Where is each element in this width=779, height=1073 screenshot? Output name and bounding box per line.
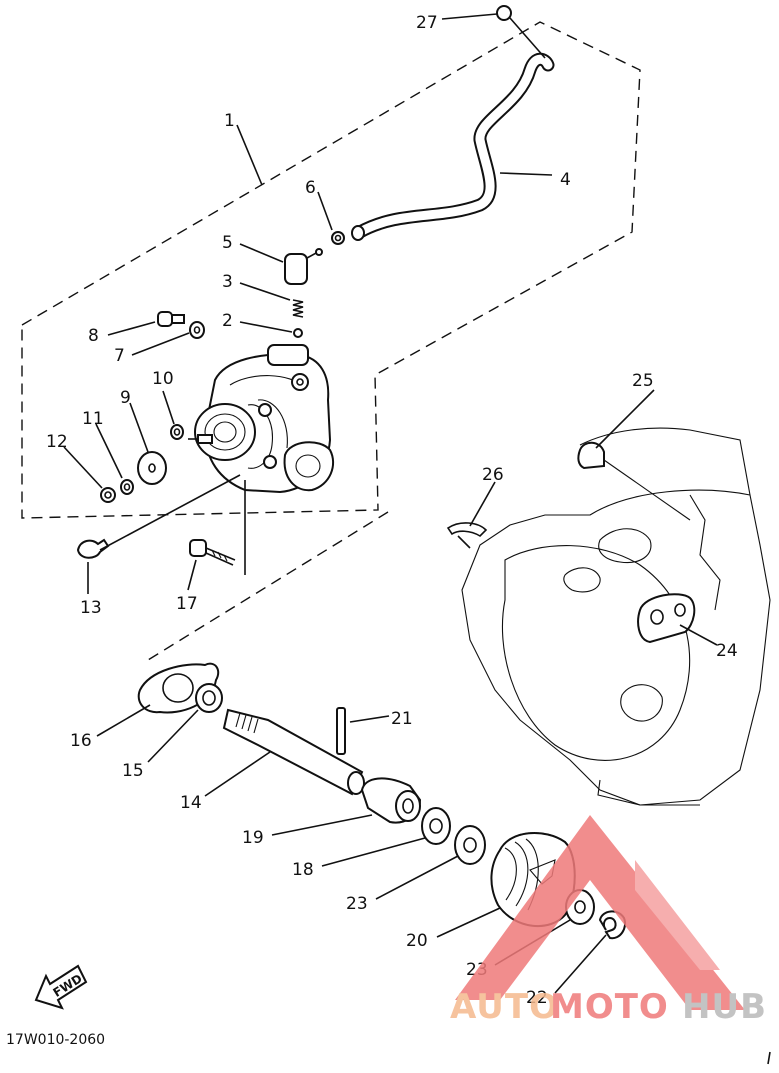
spring-3 — [292, 299, 304, 318]
callout-11: 11 — [82, 409, 104, 429]
clip-26 — [446, 522, 488, 549]
assembly-boundary-dashed — [21, 21, 641, 661]
fwd-arrow: FWD — [34, 964, 88, 1010]
pin-21 — [336, 707, 346, 755]
callout-21: 21 — [391, 709, 413, 729]
watermark-text-hub: HUB — [682, 987, 767, 1027]
nut-12 — [100, 487, 116, 503]
washer-11 — [120, 479, 134, 495]
callout-numbers: 27 1 6 5 3 2 8 7 9 10 11 12 13 17 4 25 2… — [46, 13, 738, 1008]
washer-15 — [195, 683, 223, 713]
clip-13 — [76, 538, 110, 559]
callout-9: 9 — [120, 388, 131, 408]
oil-pump-body — [188, 344, 335, 494]
watermark-logo: AUTO MOTO HUB — [450, 815, 767, 1027]
callout-13: 13 — [80, 598, 102, 618]
banjo-fitting-5 — [284, 248, 323, 285]
callout-8: 8 — [88, 326, 99, 346]
callout-4: 4 — [560, 170, 571, 190]
washer-10 — [170, 424, 184, 440]
bolt-8 — [157, 311, 185, 327]
washer-18 — [421, 807, 451, 845]
hose-clip-27 — [496, 5, 546, 59]
callout-22: 22 — [526, 988, 548, 1008]
corner-mark — [767, 1051, 771, 1065]
collar-19 — [360, 777, 422, 824]
crankcase-outline — [461, 427, 771, 806]
oil-hose — [351, 52, 555, 241]
watermark-text-moto: MOTO — [550, 987, 669, 1027]
callout-24: 24 — [716, 641, 738, 661]
leader-lines — [63, 13, 718, 994]
callout-12: 12 — [46, 432, 68, 452]
callout-2: 2 — [222, 311, 233, 331]
clamp-25 — [577, 441, 691, 521]
cover-plate-24 — [637, 593, 696, 644]
callout-25: 25 — [632, 371, 654, 391]
callout-26: 26 — [482, 465, 504, 485]
callout-10: 10 — [152, 369, 174, 389]
callout-16: 16 — [70, 731, 92, 751]
callout-15: 15 — [122, 761, 144, 781]
washer-7 — [189, 321, 205, 339]
ball-2 — [293, 328, 303, 338]
callout-27: 27 — [416, 13, 438, 33]
callout-18: 18 — [292, 860, 314, 880]
watermark-triangle-outer — [455, 815, 745, 1010]
callout-3: 3 — [222, 272, 233, 292]
callout-17: 17 — [176, 594, 198, 614]
watermark-text-auto: AUTO — [450, 987, 559, 1027]
callout-6: 6 — [305, 178, 316, 198]
callout-14: 14 — [180, 793, 202, 813]
watermark-triangle-inner — [635, 860, 720, 970]
figure-code: 17W010-2060 — [6, 1032, 105, 1048]
plate-9 — [137, 451, 167, 485]
callout-5: 5 — [222, 233, 233, 253]
callout-23-upper: 23 — [346, 894, 368, 914]
bolt-17 — [189, 480, 246, 575]
callout-7: 7 — [114, 346, 125, 366]
callout-20: 20 — [406, 931, 428, 951]
callout-1: 1 — [224, 111, 235, 131]
shaft-14 — [222, 708, 365, 796]
washer-23a — [454, 825, 486, 865]
clip-6 — [331, 231, 345, 245]
callout-19: 19 — [242, 828, 264, 848]
